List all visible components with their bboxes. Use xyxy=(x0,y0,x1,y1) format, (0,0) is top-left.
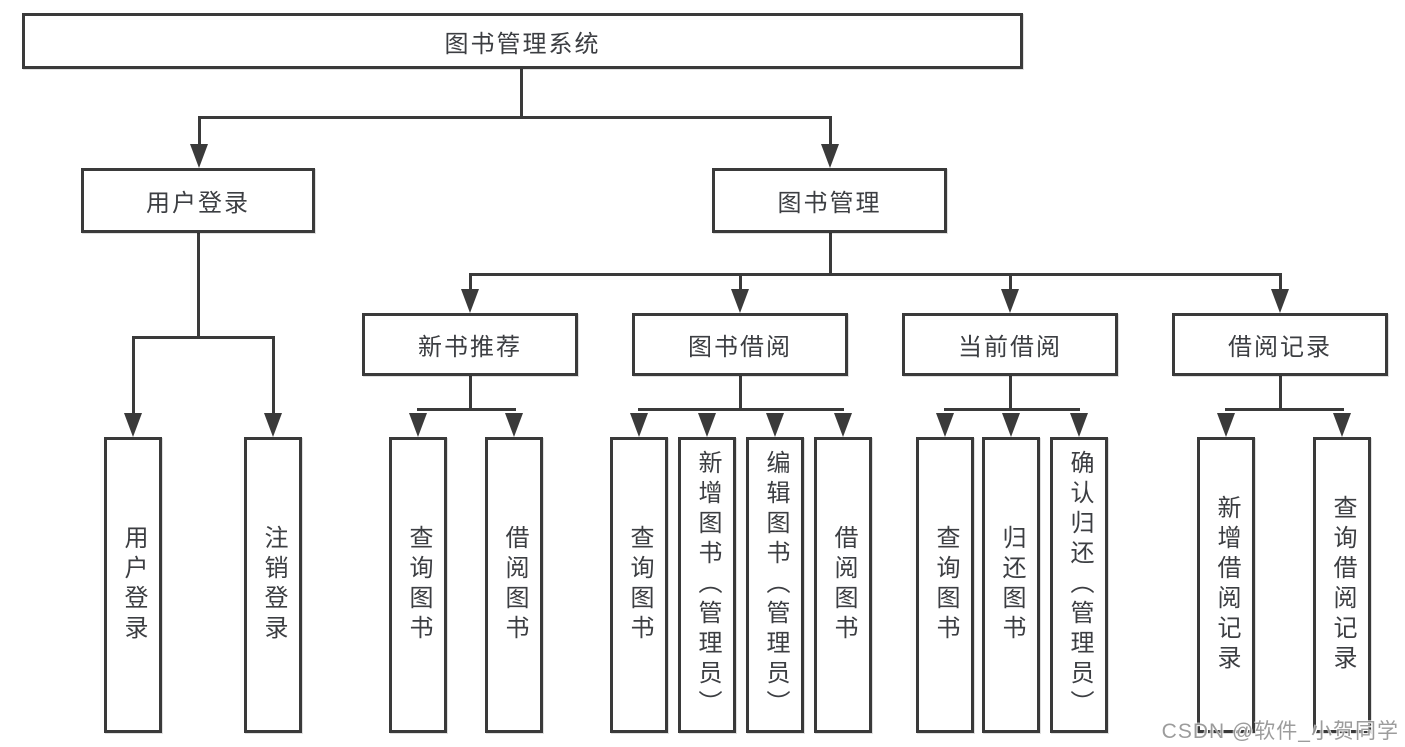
leaf-query-borrow-record-label: 查询借阅记录 xyxy=(1329,495,1356,675)
leaf-edit-book-admin-label: 编辑图书（管理员） xyxy=(762,450,789,720)
arrowhead-icon xyxy=(505,413,523,437)
node-book-management: 图书管理 xyxy=(712,168,947,233)
leaf-query-books-recommend: 查询图书 xyxy=(389,437,447,733)
arrowhead-icon xyxy=(190,144,208,168)
leaf-edit-book-admin: 编辑图书（管理员） xyxy=(746,437,804,733)
leaf-query-books-current-label: 查询图书 xyxy=(932,525,959,645)
leaf-borrow-books-recommend: 借阅图书 xyxy=(485,437,543,733)
arrowhead-icon xyxy=(124,413,142,437)
arrowhead-icon xyxy=(1217,413,1235,437)
arrowhead-icon xyxy=(936,413,954,437)
leaf-query-books-recommend-label: 查询图书 xyxy=(405,525,432,645)
connector-drop-leaf-logout xyxy=(272,336,275,416)
leaf-borrow-books-recommend-label: 借阅图书 xyxy=(501,525,528,645)
connector-user-login-stem xyxy=(197,233,200,339)
connector-drop-current-borrow xyxy=(1009,273,1012,293)
connector-drop-user-login xyxy=(198,116,201,148)
arrowhead-icon xyxy=(264,413,282,437)
leaf-add-book-admin: 新增图书（管理员） xyxy=(678,437,736,733)
node-book-borrowing: 图书借阅 xyxy=(632,313,848,376)
connector-book-mgmt-rail xyxy=(469,273,1281,276)
node-new-book-recommend-label: 新书推荐 xyxy=(418,334,522,361)
connector-book-mgmt-stem xyxy=(829,233,832,276)
leaf-query-borrow-record: 查询借阅记录 xyxy=(1313,437,1371,733)
arrowhead-icon xyxy=(630,413,648,437)
leaf-user-login: 用户登录 xyxy=(104,437,162,733)
connector-drop-new-book xyxy=(469,273,472,293)
arrowhead-icon xyxy=(834,413,852,437)
node-book-management-label: 图书管理 xyxy=(777,190,882,217)
connector-root-rail xyxy=(198,116,832,119)
leaf-user-login-label: 用户登录 xyxy=(120,525,147,645)
connector-book-borrow-rail xyxy=(638,408,844,411)
connector-new-book-stem xyxy=(469,376,472,411)
node-borrowing-records-label: 借阅记录 xyxy=(1228,334,1332,361)
arrowhead-icon xyxy=(1001,289,1019,313)
arrowhead-icon xyxy=(1271,289,1289,313)
connector-drop-book-borrow xyxy=(739,273,742,293)
leaf-logout: 注销登录 xyxy=(244,437,302,733)
arrowhead-icon xyxy=(1002,413,1020,437)
node-borrowing-records: 借阅记录 xyxy=(1172,313,1388,376)
leaf-return-books: 归还图书 xyxy=(982,437,1040,733)
connector-current-borrow-rail xyxy=(944,408,1080,411)
connector-borrow-records-rail xyxy=(1225,408,1344,411)
leaf-query-books-current: 查询图书 xyxy=(916,437,974,733)
connector-drop-borrow-records xyxy=(1279,273,1282,293)
node-book-borrowing-label: 图书借阅 xyxy=(688,334,792,361)
connector-drop-book-mgmt xyxy=(829,116,832,148)
connector-book-borrow-stem xyxy=(739,376,742,411)
leaf-borrow-books-borrowing: 借阅图书 xyxy=(814,437,872,733)
node-user-login-branch-label: 用户登录 xyxy=(146,190,250,217)
arrowhead-icon xyxy=(698,413,716,437)
arrowhead-icon xyxy=(1070,413,1088,437)
connector-user-login-rail xyxy=(132,336,275,339)
connector-root-stem xyxy=(520,68,523,118)
arrowhead-icon xyxy=(461,289,479,313)
node-new-book-recommend: 新书推荐 xyxy=(362,313,578,376)
leaf-query-books-borrowing: 查询图书 xyxy=(610,437,668,733)
connector-borrow-records-stem xyxy=(1279,376,1282,411)
arrowhead-icon xyxy=(821,144,839,168)
leaf-add-book-admin-label: 新增图书（管理员） xyxy=(694,450,721,720)
arrowhead-icon xyxy=(766,413,784,437)
leaf-confirm-return-admin-label: 确认归还（管理员） xyxy=(1066,450,1093,720)
node-current-borrowing: 当前借阅 xyxy=(902,313,1118,376)
node-user-login-branch: 用户登录 xyxy=(81,168,315,233)
node-current-borrowing-label: 当前借阅 xyxy=(958,334,1062,361)
node-root-label: 图书管理系统 xyxy=(444,30,601,58)
connector-new-book-rail xyxy=(417,408,516,411)
connector-drop-leaf-user-login xyxy=(132,336,135,416)
arrowhead-icon xyxy=(409,413,427,437)
leaf-borrow-books-borrowing-label: 借阅图书 xyxy=(830,525,857,645)
arrowhead-icon xyxy=(731,289,749,313)
watermark-text: CSDN @软件_小贺同学 xyxy=(1161,720,1399,743)
leaf-add-borrow-record-label: 新增借阅记录 xyxy=(1213,495,1240,675)
node-root-system: 图书管理系统 xyxy=(22,13,1023,69)
arrowhead-icon xyxy=(1333,413,1351,437)
leaf-logout-label: 注销登录 xyxy=(260,525,287,645)
leaf-confirm-return-admin: 确认归还（管理员） xyxy=(1050,437,1108,733)
connector-current-borrow-stem xyxy=(1009,376,1012,411)
leaf-add-borrow-record: 新增借阅记录 xyxy=(1197,437,1255,733)
leaf-query-books-borrowing-label: 查询图书 xyxy=(626,525,653,645)
leaf-return-books-label: 归还图书 xyxy=(998,525,1025,645)
